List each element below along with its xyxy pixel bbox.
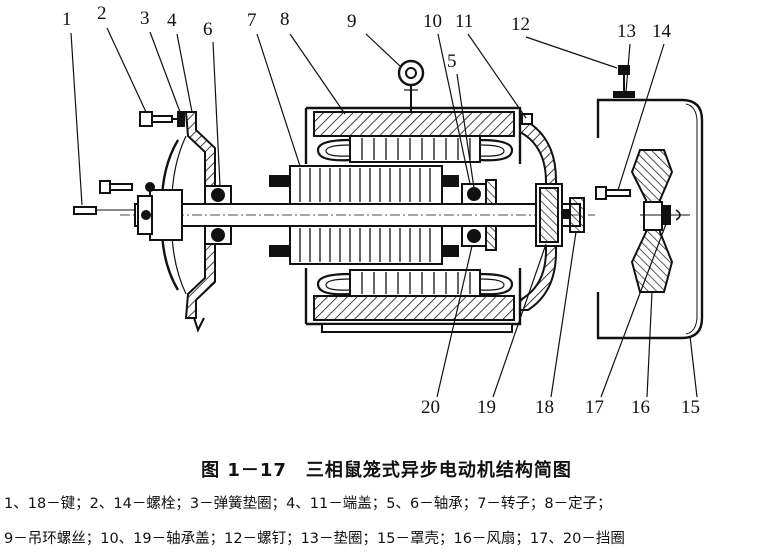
callout-5: 5 [447,51,457,72]
callout-9: 9 [347,11,357,32]
key-left [73,206,134,215]
callout-4: 4 [167,10,177,31]
end-cover-left [137,111,216,333]
callout-17: 17 [585,397,604,418]
callout-18: 18 [535,397,554,418]
bolt-right [595,186,631,200]
callout-2: 2 [97,3,107,24]
bearing-cover-outer [535,183,563,247]
eyebolt [397,59,425,112]
motor-frame [304,106,522,333]
callout-6: 6 [203,19,213,40]
spring-washer [177,111,185,127]
callout-10: 10 [423,11,442,32]
callout-3: 3 [140,8,150,29]
motor-structure-diagram: 1 2 3 4 6 7 8 9 10 5 11 12 13 14 20 19 1… [62,3,704,418]
key-right [561,197,585,233]
bolt-left [139,111,180,127]
motor-drawing [70,27,704,398]
fan [630,149,690,293]
fan-hood [596,98,704,340]
callout-19: 19 [477,397,496,418]
callout-7: 7 [247,10,257,31]
leader-lines [70,27,698,398]
callout-15: 15 [681,397,700,418]
callout-16: 16 [631,397,650,418]
callout-11: 11 [455,11,474,32]
callout-8: 8 [280,9,290,30]
screw [618,65,630,92]
parts-legend-line-1: 1、18－键；2、14－螺栓；3－弹簧垫圈；4、11－端盖；5、6－轴承；7－转… [4,496,612,512]
bearing-left [204,185,232,245]
parts-legend-line-2: 9－吊环螺丝；10、19－轴承盖；12－螺钉；13－垫圈；15－罩壳；16－风扇… [4,531,625,547]
shaft [120,203,595,227]
retaining-ring [663,205,681,225]
washer [613,91,635,98]
callout-12: 12 [511,14,530,35]
rotor [269,165,459,265]
stator [313,111,515,321]
cover-fixing-bolt [99,180,155,194]
callout-20: 20 [421,397,440,418]
bearing-right [461,183,487,247]
figure-caption: 图 1－17 三相鼠笼式异步电动机结构简图 [201,460,572,481]
bearing-cover-inner [485,179,497,251]
callout-14: 14 [652,21,671,42]
callout-1: 1 [62,9,72,30]
stator-winding [316,138,514,296]
callout-13: 13 [617,21,636,42]
